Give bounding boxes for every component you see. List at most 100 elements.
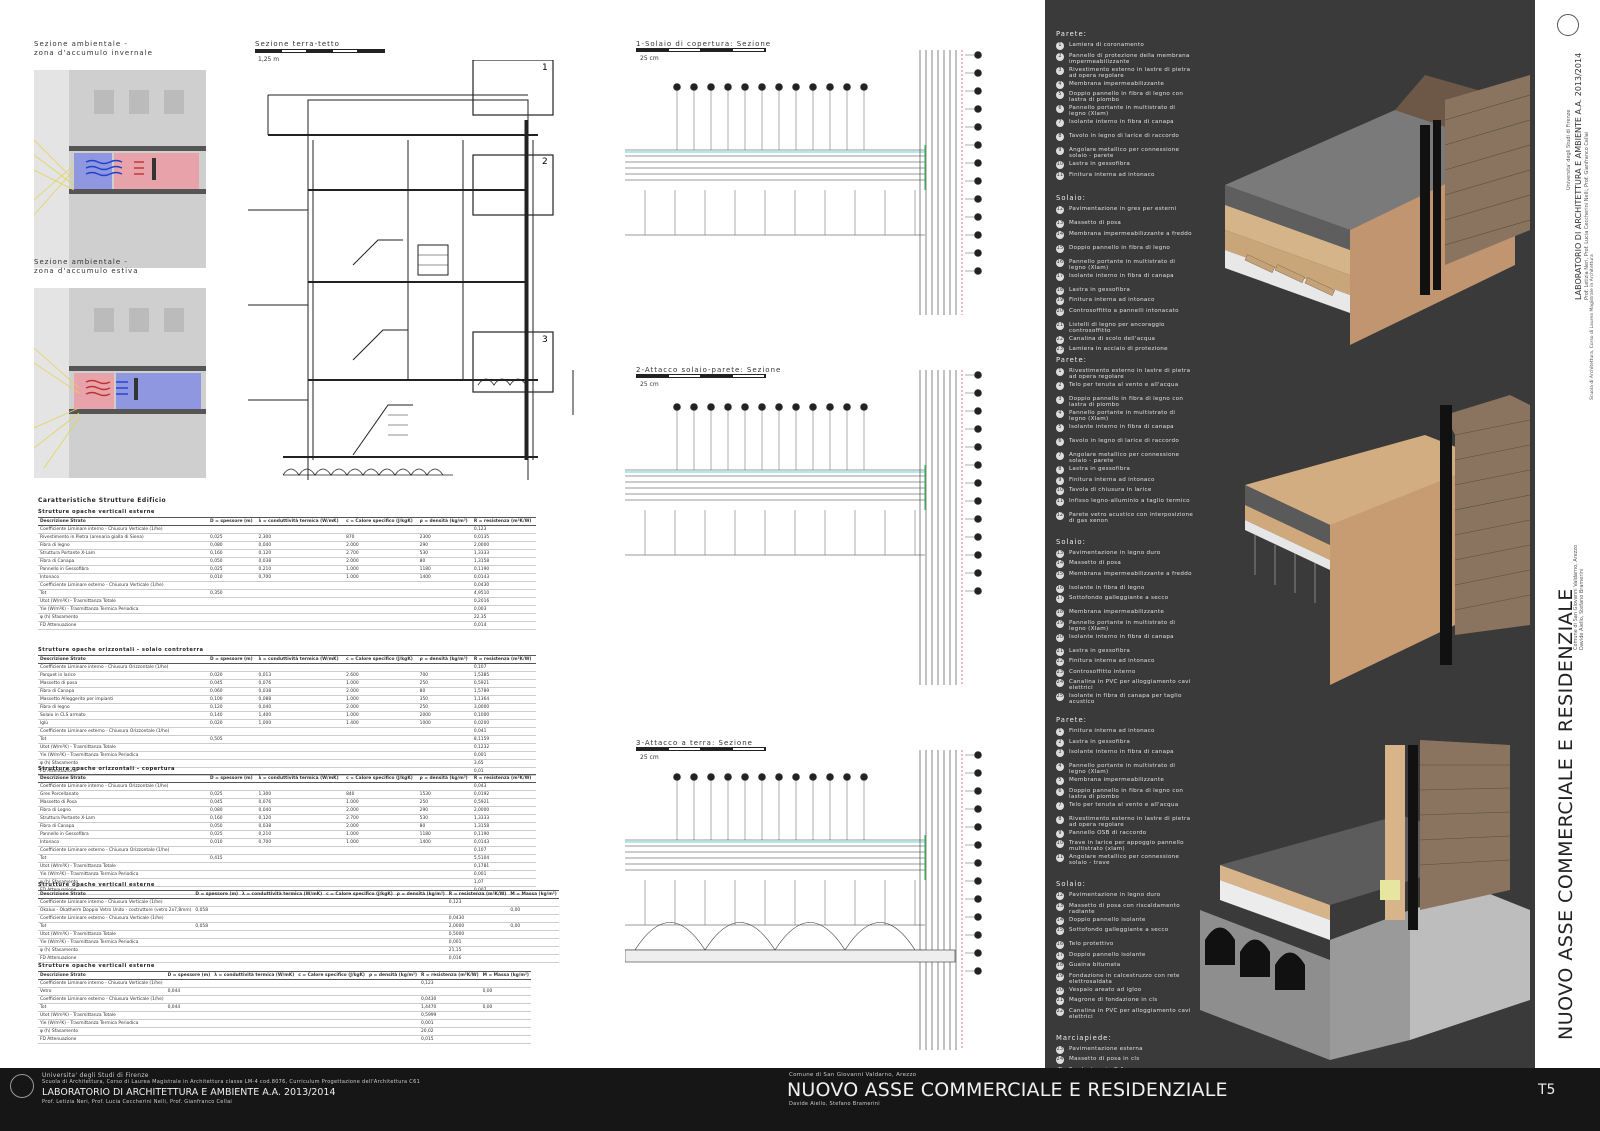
legend-number-icon: 9 — [1056, 147, 1064, 155]
legend-item-label: Tavolo in legno di larice di raccordo — [1069, 438, 1180, 444]
table-cell: 0,043 — [471, 782, 536, 791]
table-row: Yie (W/m²K) - Trasmittanza Termica Perio… — [38, 605, 536, 614]
legend-item-label: Trave in larice per appoggio pannello mu… — [1069, 840, 1184, 853]
legend-group-title: Parete: — [1056, 30, 1087, 38]
table-cell: Coefficiente Liminare interno - Chiusura… — [38, 525, 208, 534]
table-cell: 1400 — [417, 573, 472, 582]
table-cell: Gres Porcellanato — [38, 790, 208, 799]
table-cell: Parquet in larice — [38, 671, 208, 680]
legend-number-icon: 22 — [1056, 1007, 1064, 1016]
table-cell: 0,700 — [256, 573, 345, 582]
legend-number-icon: 19 — [1056, 297, 1064, 305]
table-cell — [324, 914, 395, 923]
table-header-cell: R = resistenza (m²K/W) — [471, 655, 536, 664]
footer-municipality: Comune di San Giovanni Valdarno, Arezzo — [789, 1072, 917, 1078]
table-cell: 1,07 — [471, 878, 536, 887]
legend-item-label: Angolare metallico per connessione solai… — [1069, 452, 1180, 465]
table-cell — [417, 878, 472, 887]
table-cell: Tot — [38, 589, 208, 598]
table-cell: 0,00 — [480, 1003, 531, 1012]
table-title: Strutture opache orizzontali - copertura — [38, 766, 176, 772]
footer-school: Scuola di Architettura, Corso di Laurea … — [42, 1079, 421, 1085]
table-cell — [417, 735, 472, 744]
detail2-drawing — [625, 370, 982, 685]
table-cell — [344, 751, 418, 760]
table-header-cell: Descrizione Strato — [38, 774, 208, 783]
section-marker-3: 3 — [542, 335, 548, 345]
table-cell: Coefficiente Liminare esterno - Chiusura… — [38, 727, 208, 736]
table-header-cell: Descrizione Strato — [38, 971, 166, 980]
table-cell — [366, 1019, 419, 1028]
legend-item-label: Isolante interno in fibra di canapa — [1069, 749, 1174, 755]
table-header-cell: λ = conduttività termica (W/mK) — [256, 774, 345, 783]
footer-lab: LABORATORIO DI ARCHITETTURA E AMBIENTE A… — [42, 1087, 336, 1098]
legend-number-icon: 4 — [1056, 763, 1064, 771]
table-cell: Okalux - Okatherm Doppio Vetro Unito - c… — [38, 906, 194, 915]
table-cell: 0,003 — [471, 605, 536, 614]
table-cell: 22,35 — [471, 613, 536, 622]
legend-number-icon: 23 — [1056, 346, 1064, 354]
table-cell: Utot (W/m²K) - Trasmittanza Totale — [38, 743, 208, 752]
render-ground — [1200, 740, 1530, 1060]
table-cell: 0,107 — [471, 846, 536, 855]
legend-number-icon: 1 — [1056, 368, 1064, 376]
legend-item-label: Massetto di posa con riscaldamento radia… — [1069, 902, 1180, 915]
table-cell: 0,041 — [471, 727, 536, 736]
table-cell: 1.000 — [344, 679, 418, 688]
table-cell: 2,0000 — [471, 541, 536, 550]
vertical-lab: LABORATORIO DI ARCHITETTURA E AMBIENTE A… — [1574, 52, 1583, 300]
table-cell: Tot — [38, 1003, 166, 1012]
table-cell: 870 — [344, 533, 418, 542]
legend-item-label: Pannello portante in multistrato di legn… — [1069, 619, 1176, 632]
legend-group-title: Solaio: — [1056, 880, 1086, 888]
table-cell — [394, 914, 447, 923]
legend-item-label: Massetto di posa in cls — [1069, 1056, 1140, 1062]
table-cell: 0,5999 — [418, 1011, 481, 1020]
table-cell: Utot (W/m²K) - Trasmittanza Totale — [38, 930, 194, 939]
table-cell: 1,5385 — [471, 671, 536, 680]
table-cell — [366, 1027, 419, 1036]
footer-title: NUOVO ASSE COMMERCIALE E RESIDENZIALE — [787, 1079, 1228, 1101]
table-cell — [240, 898, 325, 907]
vertical-title: NUOVO ASSE COMMERCIALE E RESIDENZIALE — [1555, 588, 1577, 1040]
legend-item-label: Lamiera in acciaio di protezione — [1069, 346, 1168, 352]
detail1-drawing — [625, 50, 982, 315]
tables-title: Caratteristiche Strutture Edificio — [38, 497, 167, 504]
table-cell: Coefficiente Liminare interno - Chiusura… — [38, 663, 208, 672]
legend-item-label: Membrana impermeabilizzante — [1069, 609, 1165, 615]
summer-section-image — [34, 288, 206, 478]
table-cell — [256, 727, 345, 736]
legend-item-label: Pavimentazione in gres per esterni — [1069, 206, 1177, 212]
legend-item-label: Lastra in gessofibra — [1069, 161, 1131, 167]
table-cell: 0,160 — [208, 814, 257, 823]
legend-item-label: Membrana impermeabilizzante a freddo — [1069, 570, 1192, 577]
table-cell — [256, 613, 345, 622]
table-cell: 0,0143 — [471, 838, 536, 847]
table-cell — [256, 597, 345, 606]
scale-label: 25 cm — [640, 754, 659, 761]
legend-number-icon: 1 — [1056, 728, 1064, 736]
legend-item-label: Lastra in gessofibra — [1069, 466, 1131, 472]
legend-item-label: Isolante in fibra di legno — [1069, 584, 1145, 591]
table-header-cell: ρ = densità (kg/m³) — [417, 655, 472, 664]
legend-item-label: Pavimentazione in legno duro — [1069, 549, 1161, 556]
table-cell — [446, 906, 509, 915]
table-cell: Vetro — [38, 987, 166, 996]
table-row: Coefficiente Liminare interno - Chiusura… — [38, 898, 559, 907]
legend-item-label: Pavimentazione esterna — [1069, 1045, 1143, 1052]
scale-label: 25 cm — [640, 55, 659, 62]
table-header-cell: Descrizione Strato — [38, 890, 194, 899]
table-cell — [296, 1035, 367, 1044]
